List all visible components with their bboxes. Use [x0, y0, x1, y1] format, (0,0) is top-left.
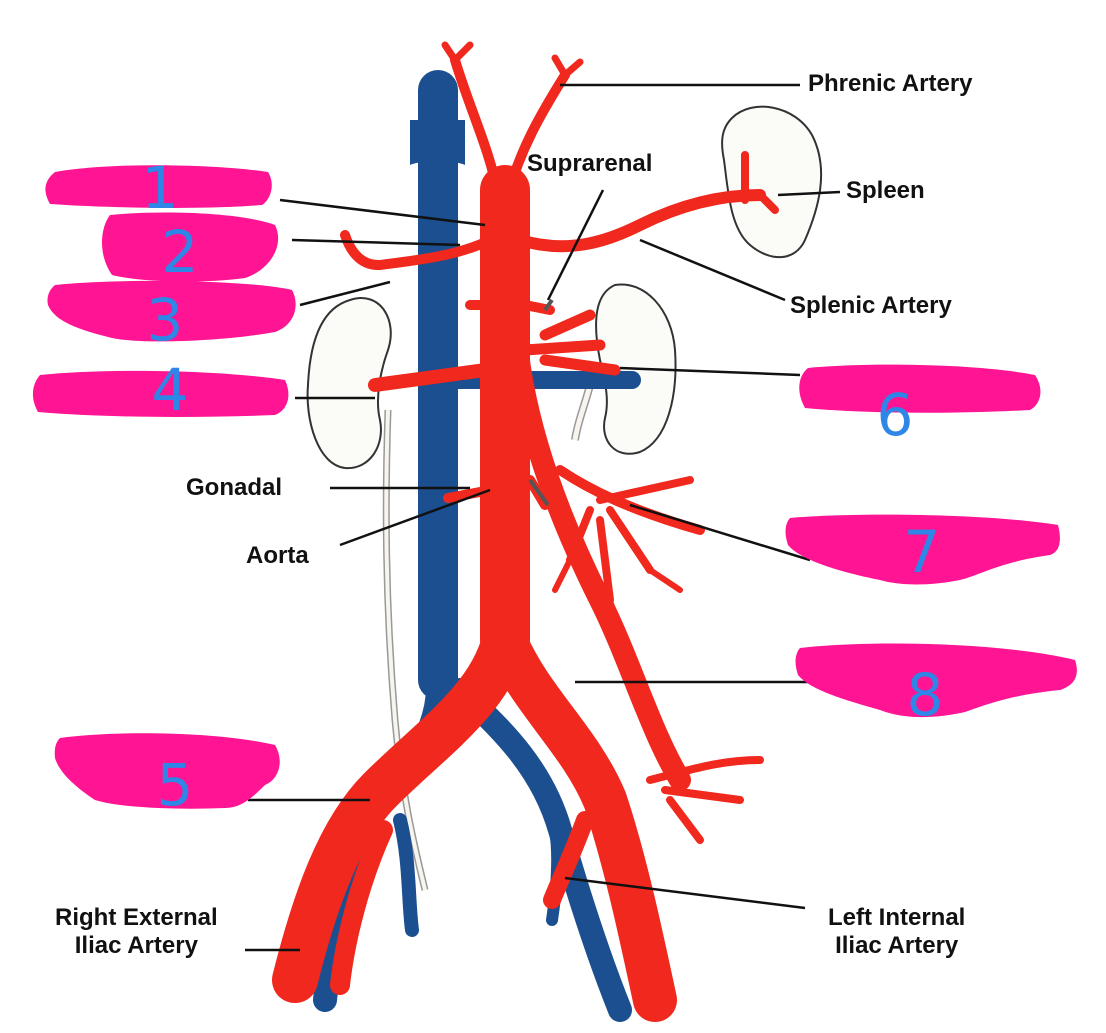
spleen — [721, 105, 823, 259]
blank-box-5 — [54, 733, 280, 809]
blank-number-2: 2 — [162, 218, 199, 286]
label-right-external-iliac-artery: Right External Iliac Artery — [55, 904, 218, 959]
blank-box-3 — [47, 280, 296, 342]
blank-box-6 — [799, 364, 1041, 413]
label-splenic-artery: Splenic Artery — [790, 292, 952, 319]
right-kidney — [306, 297, 392, 470]
blank-number-7: 7 — [904, 518, 941, 586]
label-suprarenal: Suprarenal — [527, 150, 653, 177]
blank-boxes — [32, 165, 1077, 809]
blank-box-7 — [785, 514, 1060, 585]
label-right-external-iliac-line1: Right External — [55, 904, 218, 931]
label-aorta: Aorta — [246, 542, 309, 569]
blank-box-2 — [102, 212, 279, 282]
blank-box-1 — [45, 165, 272, 208]
label-left-internal-iliac-line2: Iliac Artery — [835, 931, 959, 959]
blank-number-5: 5 — [157, 751, 194, 819]
label-spleen: Spleen — [846, 177, 925, 204]
label-left-internal-iliac-artery: Left Internal Iliac Artery — [828, 904, 965, 959]
blank-box-8 — [795, 643, 1077, 718]
blank-box-4 — [32, 370, 289, 417]
aorta-system — [272, 41, 779, 1022]
vessel-stubs — [528, 298, 554, 507]
label-right-external-iliac-line2: Iliac Artery — [74, 931, 198, 959]
left-ureter-core — [572, 384, 593, 441]
label-gonadal: Gonadal — [186, 474, 283, 501]
blank-number-4: 4 — [152, 356, 189, 424]
label-left-internal-iliac-line1: Left Internal — [828, 904, 966, 931]
blank-number-8: 8 — [907, 661, 944, 729]
blank-number-3: 3 — [147, 286, 184, 354]
blank-number-1: 1 — [142, 154, 179, 222]
vena-cava-top — [410, 120, 465, 165]
blank-numbers: 1 2 3 4 5 6 7 8 — [142, 154, 944, 819]
leader-lines — [245, 83, 841, 952]
blank-number-6: 6 — [877, 381, 914, 449]
label-phrenic-artery: Phrenic Artery — [808, 70, 973, 97]
